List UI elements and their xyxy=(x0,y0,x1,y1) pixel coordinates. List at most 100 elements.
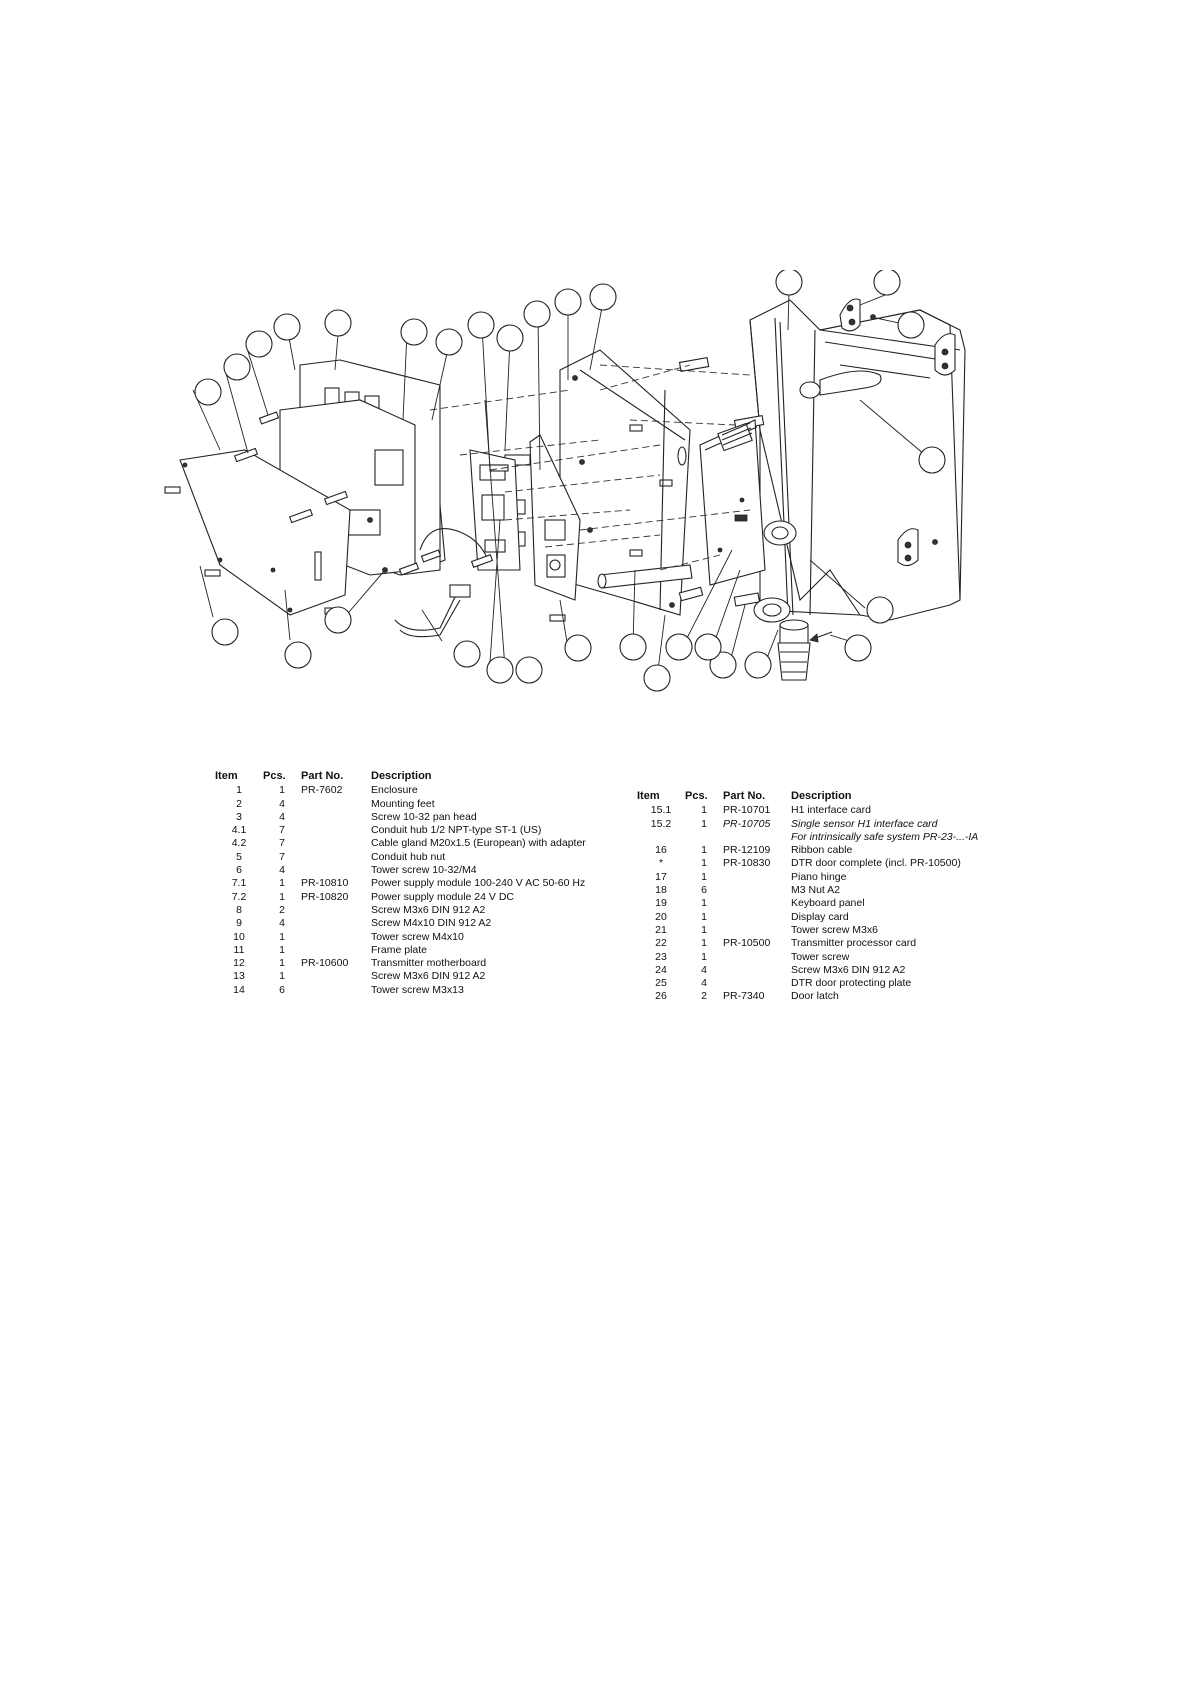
row-pcs: 1 xyxy=(279,957,285,970)
row-part-no xyxy=(301,851,371,864)
row-pcs: 1 xyxy=(701,817,707,830)
row-pcs: 6 xyxy=(279,983,285,996)
row-item: 4.1 xyxy=(231,824,247,837)
row-description: Door latch xyxy=(791,990,839,1003)
row-item: 17 xyxy=(655,870,667,883)
row-part-no xyxy=(301,944,371,957)
row-description: Ribbon cable xyxy=(791,844,853,857)
ribbon-cable xyxy=(394,584,471,638)
row-item: 12 xyxy=(233,957,245,970)
assembly-lines xyxy=(429,364,751,571)
table-row: 13 1 Screw M3x6 DIN 912 A2 xyxy=(215,970,621,983)
row-description: Enclosure xyxy=(371,784,418,797)
row-pcs: 1 xyxy=(279,930,285,943)
row-pcs: 1 xyxy=(701,950,707,963)
row-item: 8 xyxy=(236,903,242,916)
row-item: 6 xyxy=(236,864,242,877)
row-part-no xyxy=(723,897,791,910)
header-part-no: Part No. xyxy=(723,790,766,802)
row-item: * xyxy=(658,857,664,870)
row-item: 26 xyxy=(655,990,667,1003)
table-row: 1 1 PR-7602 Enclosure xyxy=(215,784,621,797)
row-description: Conduit hub 1/2 NPT-type ST-1 (US) xyxy=(371,824,542,837)
row-item: 13 xyxy=(233,970,245,983)
table-row: 10 1 Tower screw M4x10 xyxy=(215,931,621,944)
header-pcs: Pcs. xyxy=(263,770,286,782)
table-row: For intrinsically safe system PR-23-...-… xyxy=(637,831,1021,844)
row-item: 18 xyxy=(655,884,667,897)
row-item: 11 xyxy=(233,943,245,956)
row-pcs: 1 xyxy=(701,870,707,883)
row-pcs xyxy=(685,831,723,844)
row-pcs: 1 xyxy=(701,897,707,910)
table-row: 12 1 PR-10600 Transmitter motherboard xyxy=(215,957,621,970)
row-description: Tower screw M4x10 xyxy=(371,930,464,943)
row-description: M3 Nut A2 xyxy=(791,884,841,897)
row-part-no: PR-12109 xyxy=(723,844,771,857)
row-description: Screw M3x6 DIN 912 A2 xyxy=(371,970,486,983)
row-part-no: PR-7340 xyxy=(723,990,765,1003)
row-pcs: 1 xyxy=(701,923,707,936)
cable xyxy=(419,528,489,561)
row-description: H1 interface card xyxy=(791,804,871,817)
row-part-no xyxy=(301,904,371,917)
dtr-door-plate xyxy=(179,449,351,616)
row-item: 9 xyxy=(236,917,242,930)
row-part-no: PR-10705 xyxy=(723,817,771,830)
row-description: Piano hinge xyxy=(791,870,847,883)
row-item: 14 xyxy=(233,983,245,996)
row-part-no xyxy=(723,871,791,884)
row-description: Mounting feet xyxy=(371,797,435,810)
row-part-no xyxy=(301,931,371,944)
row-part-no: PR-10820 xyxy=(301,890,349,903)
row-description: Transmitter motherboard xyxy=(371,957,487,970)
row-item: 19 xyxy=(655,897,667,910)
row-part-no: PR-10701 xyxy=(723,804,771,817)
cable-gland xyxy=(777,619,833,681)
row-part-no xyxy=(301,984,371,997)
row-pcs: 1 xyxy=(279,784,285,797)
row-part-no xyxy=(301,970,371,983)
row-pcs: 1 xyxy=(279,970,285,983)
row-part-no xyxy=(723,911,791,924)
row-item: 1 xyxy=(236,784,242,797)
row-item: 7.2 xyxy=(231,890,247,903)
row-part-no: PR-10600 xyxy=(301,957,349,970)
row-pcs: 4 xyxy=(279,864,285,877)
row-part-no xyxy=(723,977,791,990)
row-description: Screw 10-32 pan head xyxy=(371,810,477,823)
row-description: Screw M4x10 DIN 912 A2 xyxy=(371,917,492,930)
row-description: Keyboard panel xyxy=(791,897,865,910)
row-description: DTR door complete (incl. PR-10500) xyxy=(791,857,961,870)
row-pcs: 4 xyxy=(701,963,707,976)
row-item: 5 xyxy=(236,850,242,863)
row-item: 21 xyxy=(655,923,667,936)
row-part-no xyxy=(301,917,371,930)
row-pcs: 1 xyxy=(701,937,707,950)
row-item: 10 xyxy=(233,930,245,943)
row-description: Frame plate xyxy=(371,943,428,956)
header-pcs: Pcs. xyxy=(685,790,708,802)
row-pcs: 1 xyxy=(701,804,707,817)
row-description: Tower screw M3x6 xyxy=(791,923,878,936)
row-pcs: 1 xyxy=(701,857,707,870)
row-pcs: 4 xyxy=(279,810,285,823)
row-pcs: 7 xyxy=(279,837,285,850)
row-part-no: PR-7602 xyxy=(301,784,343,797)
row-item: 20 xyxy=(655,910,667,923)
header-item: Item xyxy=(637,790,660,802)
row-part-no xyxy=(301,837,371,850)
